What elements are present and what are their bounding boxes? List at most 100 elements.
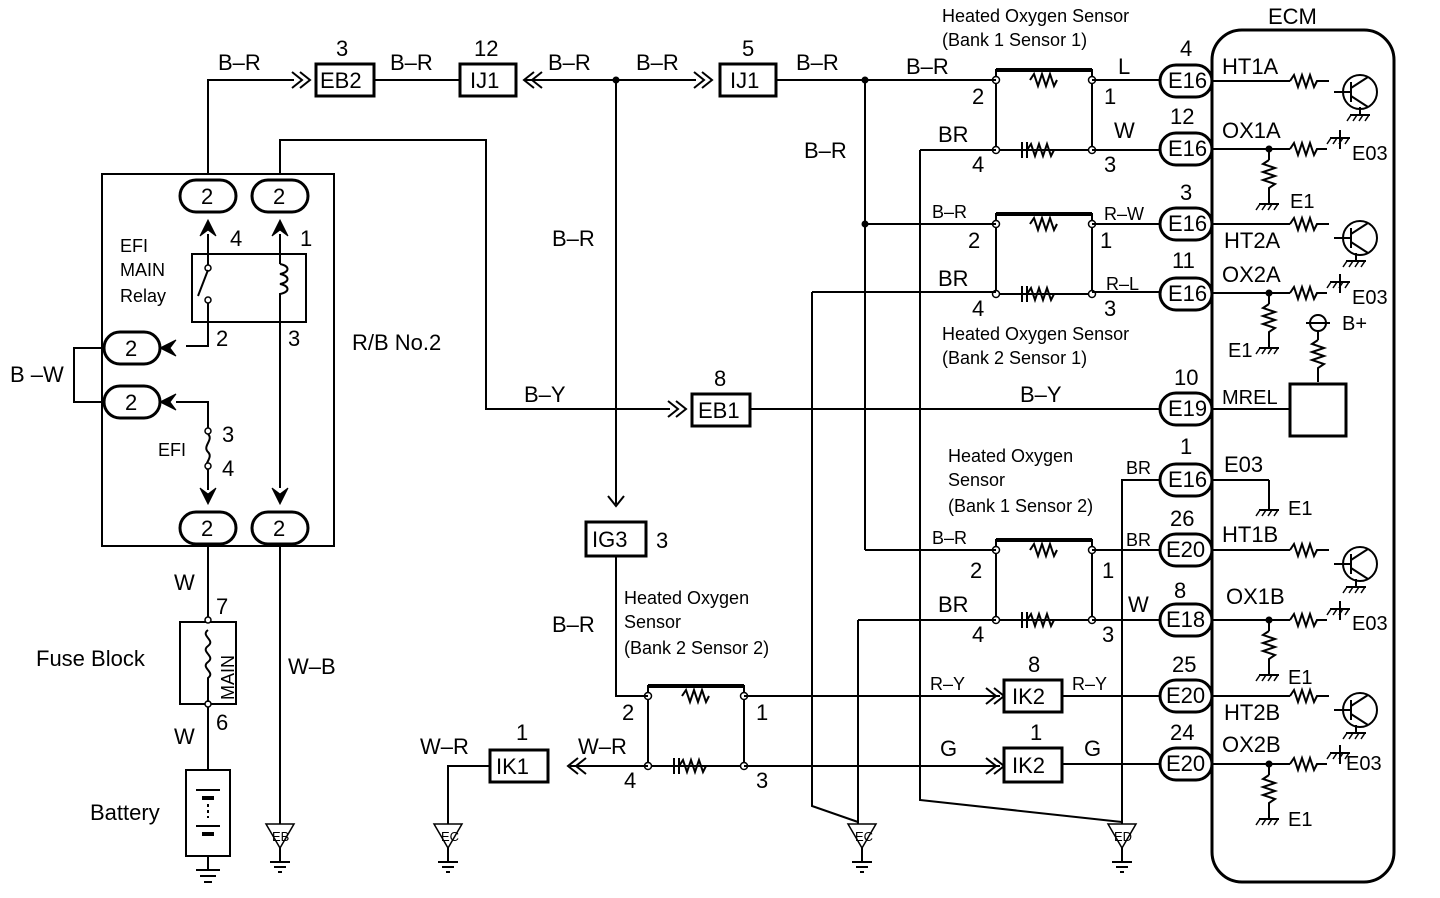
pin-label: OX1B [1226, 584, 1285, 609]
ecm-pin-mrel: 10 E19 MREL [1158, 365, 1290, 427]
ecm-box [1210, 28, 1396, 884]
pin-number: 3 [756, 768, 768, 793]
pin-number: 4 [230, 226, 242, 251]
sensor-label: (Bank 2 Sensor 1) [942, 348, 1087, 368]
connector-ij1 [458, 62, 518, 98]
sensor-bank2-sensor1 [990, 212, 1098, 304]
pin-number: 1 [1180, 434, 1192, 459]
ground-label: E1 [1288, 809, 1312, 831]
connector-label: 2 [273, 516, 285, 541]
relay-label: Relay [120, 286, 166, 306]
connector-label: E20 [1166, 751, 1205, 776]
wire-label: R–Y [930, 674, 965, 694]
pin-number: 2 [622, 700, 634, 725]
ecm-pin-ht2b: 25 E20 HT2B [1158, 652, 1378, 740]
wire-label: BR [938, 592, 969, 617]
sensor-label: Sensor [948, 470, 1005, 490]
pin-number: 6 [216, 710, 228, 735]
ground-label: E1 [1288, 498, 1312, 520]
relay-label: EFI [120, 236, 148, 256]
wire-label: G [1084, 736, 1101, 761]
connector-number: 5 [742, 36, 754, 61]
connector-label: E16 [1168, 211, 1207, 236]
wire-label: B–R [552, 612, 595, 637]
wire-label: W–R [578, 734, 627, 759]
connector-label: IJ1 [730, 68, 759, 93]
wire-label: B–R [804, 138, 847, 163]
pin-label: OX2B [1222, 732, 1281, 757]
sensor-label: Sensor [624, 612, 681, 632]
pin-number: 1 [1102, 558, 1114, 583]
connector-pill [250, 178, 310, 214]
pin-number: 3 [288, 326, 300, 351]
wire-label: B–R [932, 202, 967, 222]
pin-number: 2 [216, 326, 228, 351]
pin-number: 3 [222, 422, 234, 447]
sensor-bank1-sensor2 [990, 538, 1098, 630]
connector-number: 1 [1030, 720, 1042, 745]
connector-label: 2 [273, 184, 285, 209]
pin-number: 25 [1172, 652, 1196, 677]
fuse-block-label: Fuse Block [36, 646, 146, 671]
wire-label: B –W [10, 362, 64, 387]
relay-block-rb2 [101, 173, 335, 547]
connector-pill [178, 178, 238, 214]
pin-number: 2 [972, 84, 984, 109]
pin-number: 4 [972, 152, 984, 177]
wire-label: W [1114, 118, 1135, 143]
connector-label: IG3 [592, 527, 627, 552]
connector-label: E18 [1166, 607, 1205, 632]
sensor-label: (Bank 1 Sensor 1) [942, 30, 1087, 50]
pin-label: HT1A [1222, 54, 1279, 79]
wire-label: B–R [218, 50, 261, 75]
connector-label: 2 [201, 184, 213, 209]
pin-label: HT1B [1222, 522, 1278, 547]
wire-label: W–B [288, 654, 336, 679]
pin-number: 8 [1174, 578, 1186, 603]
connector-label: E16 [1168, 281, 1207, 306]
pin-number: 10 [1174, 365, 1198, 390]
fuse-label: EFI [158, 440, 186, 460]
connector-label: EB1 [698, 398, 740, 423]
wire-label: B–R [552, 226, 595, 251]
pin-number: 7 [216, 594, 228, 619]
ground-label: E03 [1352, 287, 1388, 309]
pin-number: 3 [1104, 296, 1116, 321]
fuse-label: MAIN [218, 655, 238, 700]
wire-label: B–R [796, 50, 839, 75]
wire-label: BR [938, 266, 969, 291]
ecm-pin-ht2a: 3 E16 HT2A [1158, 180, 1378, 268]
bplus-label: B+ [1342, 313, 1367, 335]
ground-label: ED [1114, 829, 1132, 844]
relay-label: MAIN [120, 260, 165, 280]
connector-label: 2 [201, 516, 213, 541]
wire-label: L [1118, 54, 1130, 79]
wire-label: R–Y [1072, 674, 1107, 694]
sensor-label: Heated Oxygen Sensor [942, 324, 1129, 344]
pin-number: 3 [1180, 180, 1192, 205]
ground-label: E03 [1352, 143, 1388, 165]
pin-label: OX1A [1222, 118, 1281, 143]
wire-label: R–L [1106, 274, 1139, 294]
wire-label: BR [1126, 530, 1151, 550]
wire-label: R–W [1104, 204, 1144, 224]
pin-number: 4 [972, 622, 984, 647]
wire-label: W–R [420, 734, 469, 759]
connector-ik2 [1002, 746, 1064, 784]
connector-number: 3 [336, 36, 348, 61]
wire-label: BR [1126, 458, 1151, 478]
pin-number: 1 [1100, 228, 1112, 253]
pin-number: 4 [1180, 36, 1192, 61]
ecm-pin-e03: 1 E16 E03 E1 [1158, 434, 1312, 520]
ecm-pin-ox2a: 11 E16 OX2A E03 E1 B+ [1158, 248, 1388, 438]
ground-label: EC [855, 829, 873, 844]
pin-number: 12 [1170, 104, 1194, 129]
wire-label: B–Y [524, 382, 566, 407]
pin-label: MREL [1222, 387, 1278, 409]
pin-label: HT2B [1224, 700, 1280, 725]
relay-block-label: R/B No.2 [352, 330, 441, 355]
battery-label: Battery [90, 800, 160, 825]
wire-label: W [174, 570, 195, 595]
connector-eb1 [690, 392, 752, 428]
